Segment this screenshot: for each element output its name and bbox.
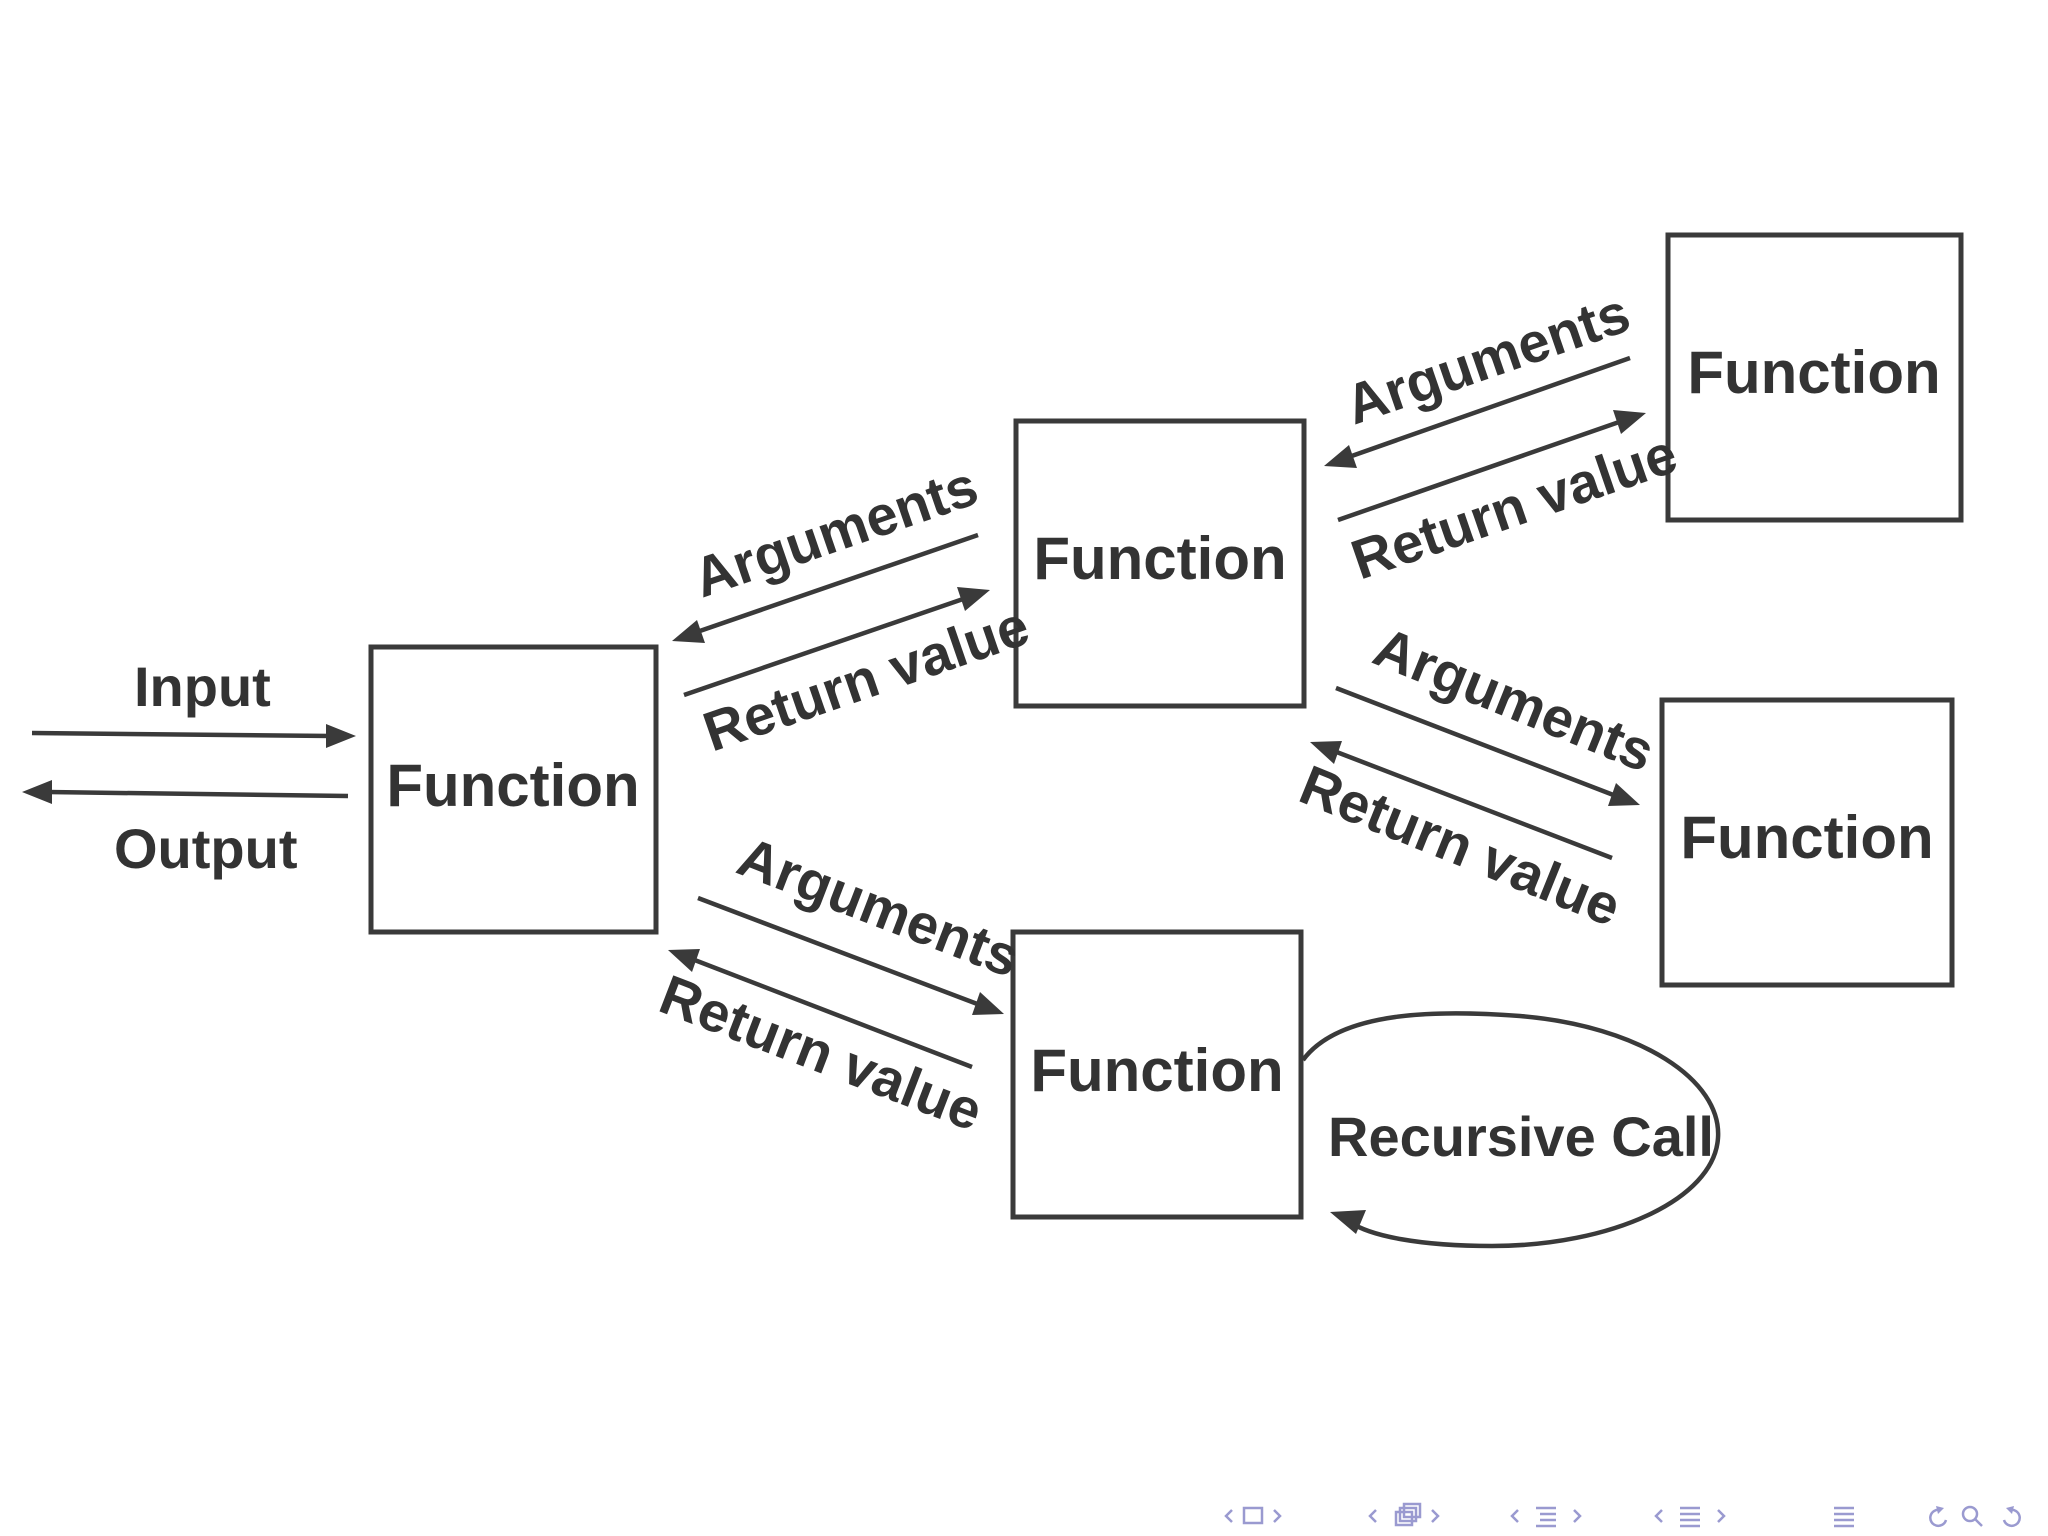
recursive-call-label: Recursive Call [1328, 1105, 1714, 1168]
upper-function-label: Function [1033, 525, 1286, 592]
main-lower-arguments-arrow [697, 895, 1004, 1015]
subsection-icon[interactable] [1394, 1502, 1422, 1527]
main-function-box [368, 644, 659, 935]
subsection-prev-icon[interactable] [1368, 1509, 1377, 1523]
search-icon[interactable] [1961, 1505, 1983, 1527]
upper-top-right-arguments-arrow [1324, 355, 1631, 468]
main-upper-return-label: Return value [695, 593, 1036, 763]
output-label: Output [114, 817, 297, 880]
input-label: Input [134, 655, 271, 718]
top-right-function-box [1665, 232, 1964, 523]
subsection-nav-prev-icon[interactable] [1654, 1509, 1663, 1523]
main-lower-return-arrow [668, 949, 973, 1070]
forward-icon[interactable] [2002, 1506, 2021, 1527]
outline-icon[interactable] [1834, 1506, 1854, 1528]
upper-top-right-return-arrow [1337, 410, 1646, 523]
subsection-nav-next-icon[interactable] [1717, 1509, 1726, 1523]
upper-top-right-return-label: Return value [1343, 421, 1684, 591]
output-arrow [22, 780, 349, 804]
middle-right-function-label: Function [1680, 804, 1933, 871]
lower-function-label: Function [1030, 1037, 1283, 1104]
frame-icon[interactable] [1242, 1506, 1264, 1525]
upper-middle-right-return-arrow [1310, 741, 1613, 861]
main-upper-arguments-arrow [672, 532, 979, 643]
section-next-icon[interactable] [1573, 1509, 1582, 1523]
upper-middle-right-arguments-arrow [1335, 685, 1640, 806]
frame-prev-icon[interactable] [1224, 1509, 1233, 1523]
back-icon[interactable] [1929, 1506, 1948, 1527]
main-upper-return-arrow [683, 587, 990, 698]
lower-function-box [1010, 929, 1304, 1220]
section-icon[interactable] [1536, 1506, 1556, 1528]
subsection-nav-icon[interactable] [1680, 1506, 1700, 1528]
section-prev-icon[interactable] [1510, 1509, 1519, 1523]
presentation-navigation-bar [1224, 1502, 2021, 1528]
middle-right-function-box [1659, 697, 1955, 988]
recursive-call-loop [1301, 1011, 1721, 1249]
subsection-next-icon[interactable] [1431, 1509, 1440, 1523]
frame-next-icon[interactable] [1273, 1509, 1282, 1523]
top-right-function-label: Function [1687, 339, 1940, 406]
input-arrow [31, 724, 356, 748]
main-function-label: Function [386, 752, 639, 819]
upper-top-right-arguments-label: Arguments [1337, 281, 1637, 437]
upper-function-box [1013, 418, 1307, 709]
